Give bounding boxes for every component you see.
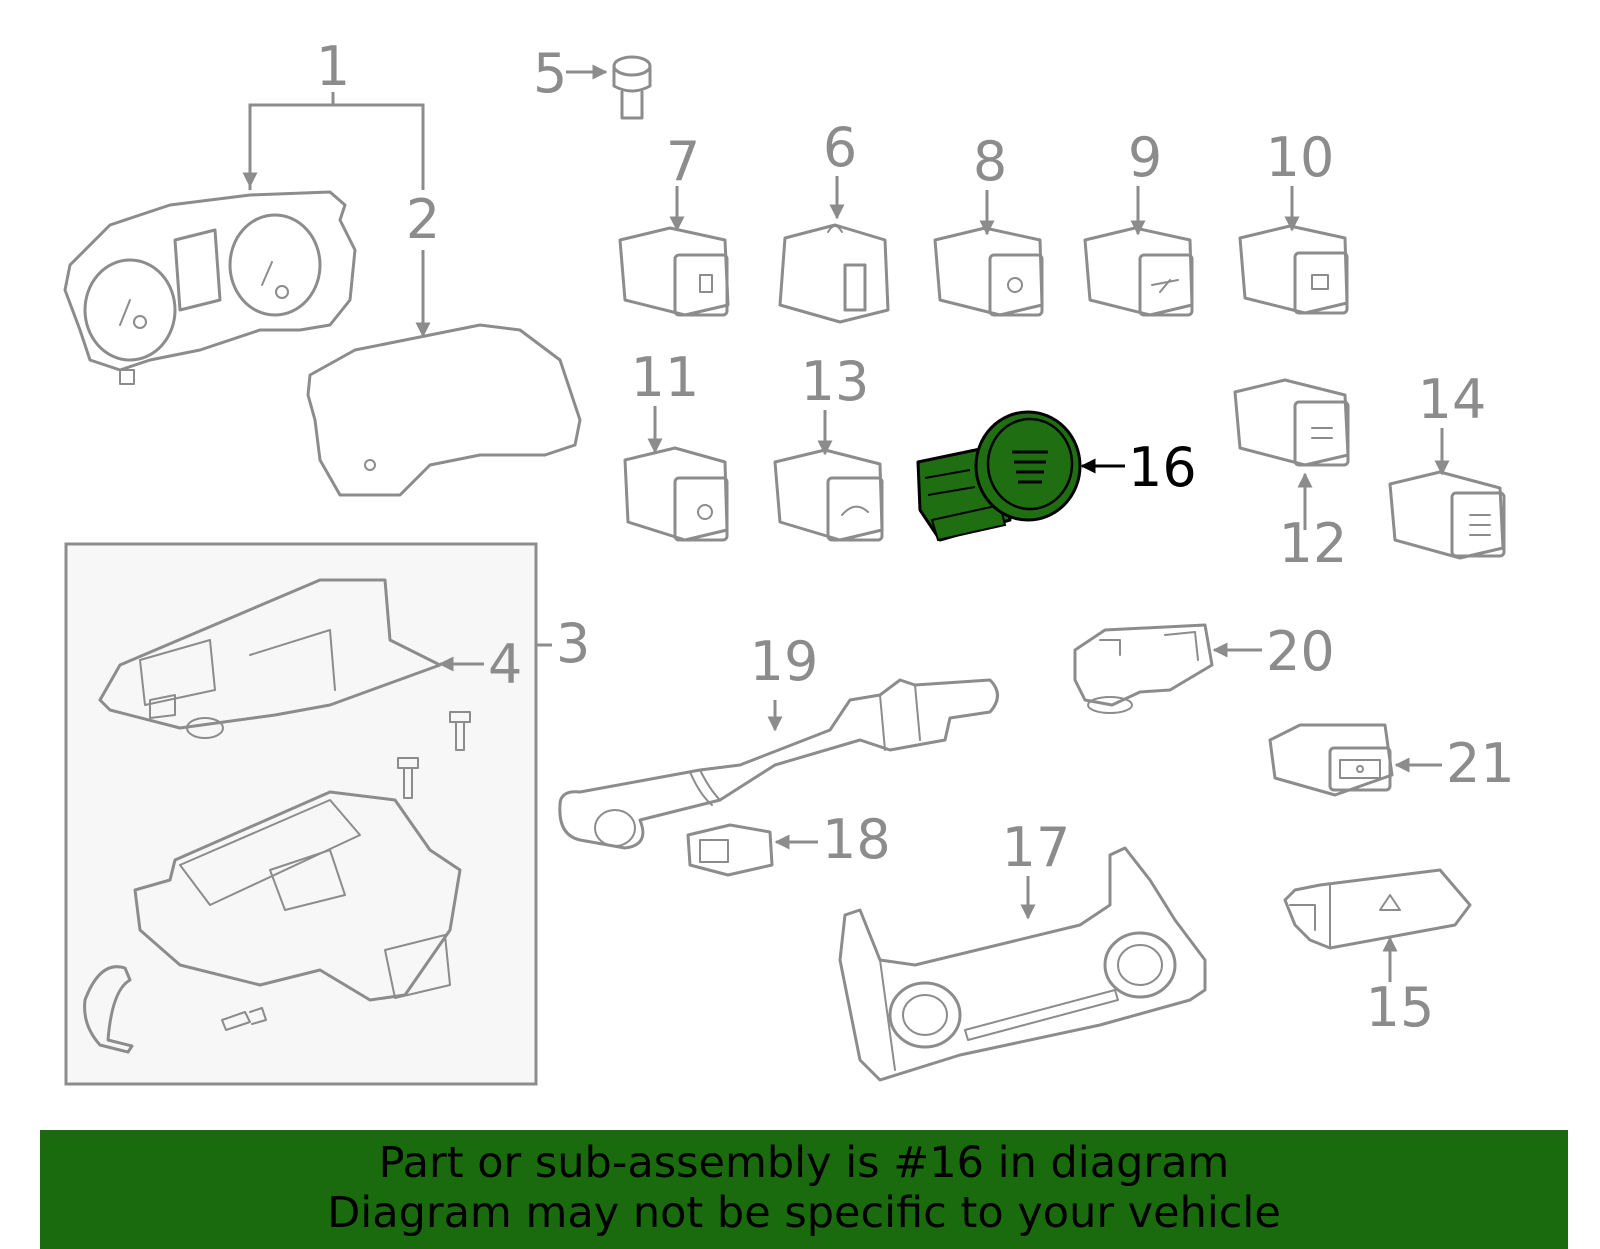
switch-part-7	[618, 226, 730, 317]
switch-part-13	[773, 448, 884, 542]
callout-10: 10	[1266, 126, 1335, 189]
banner-line-1: Part or sub-assembly is #16 in diagram	[378, 1138, 1230, 1188]
callout-16: 16	[1128, 436, 1197, 499]
switch-part-11	[623, 446, 729, 542]
callout-21: 21	[1446, 732, 1515, 795]
inset-box-part-3	[64, 542, 538, 1086]
callout-19: 19	[750, 630, 819, 693]
callout-3: 3	[556, 612, 590, 675]
sensor-part-20	[1073, 623, 1214, 714]
callout-8: 8	[973, 130, 1007, 193]
callout-15: 15	[1366, 976, 1435, 1039]
callout-14: 14	[1418, 368, 1487, 431]
callout-6: 6	[823, 116, 857, 179]
highlighted-switch-part-16	[916, 410, 1082, 542]
switch-part-12	[1233, 378, 1350, 467]
callout-7: 7	[666, 130, 700, 193]
switch-part-14	[1388, 470, 1506, 560]
center-bezel-part-17	[838, 846, 1207, 1082]
switch-part-9	[1083, 226, 1194, 317]
callout-11: 11	[631, 346, 700, 409]
clip-part-5	[612, 55, 652, 120]
callout-2: 2	[406, 188, 440, 251]
callout-17: 17	[1002, 816, 1071, 879]
info-banner: Part or sub-assembly is #16 in diagram D…	[40, 1130, 1568, 1249]
hazard-switch-part-15	[1283, 868, 1472, 950]
connector-part-18	[686, 823, 774, 877]
switch-part-10	[1238, 224, 1349, 315]
callout-18: 18	[822, 808, 891, 871]
stalk-switch-part-19	[558, 678, 999, 850]
callout-5: 5	[533, 42, 567, 105]
callout-13: 13	[801, 350, 870, 413]
outlet-part-21	[1268, 723, 1394, 797]
banner-line-2: Diagram may not be specific to your vehi…	[327, 1188, 1281, 1238]
switch-part-6	[778, 223, 890, 324]
callout-12: 12	[1279, 512, 1348, 575]
switch-part-8	[933, 226, 1044, 317]
callout-20: 20	[1266, 620, 1335, 683]
instrument-cluster-part-1	[63, 190, 357, 385]
callout-9: 9	[1128, 126, 1162, 189]
callout-1: 1	[316, 35, 350, 98]
callout-4: 4	[488, 633, 522, 696]
cluster-lens-part-2	[306, 323, 582, 497]
